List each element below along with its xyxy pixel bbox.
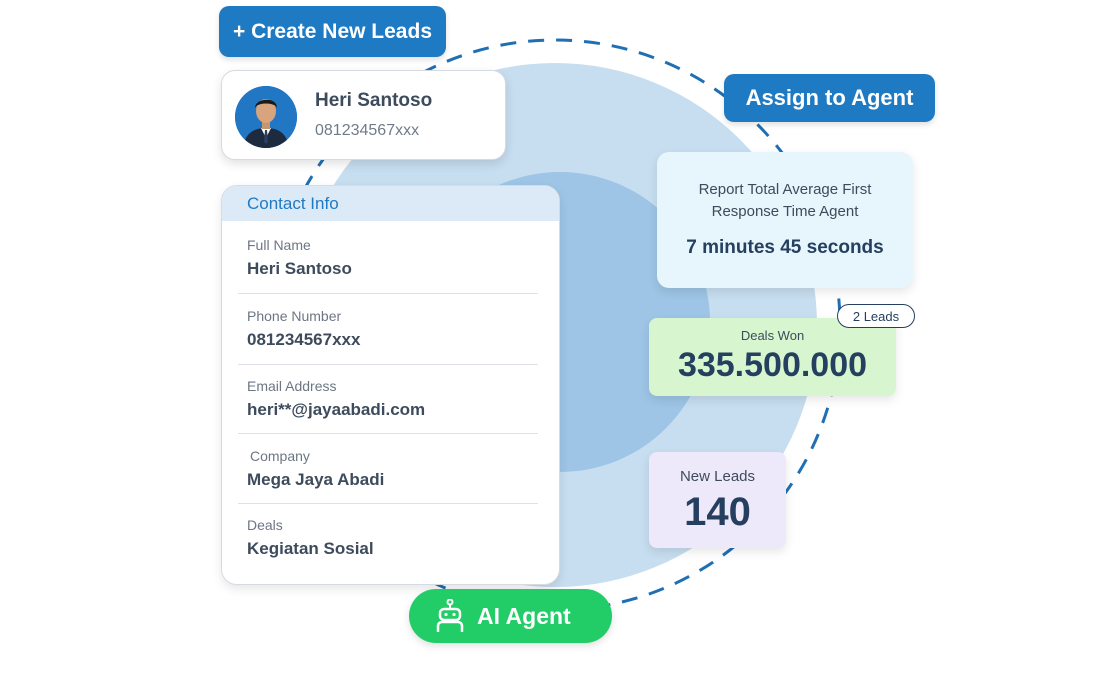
ai-agent-label: AI Agent bbox=[477, 603, 571, 629]
contact-info-title: Contact Info bbox=[247, 194, 339, 213]
leads-count-badge-label: 2 Leads bbox=[852, 308, 900, 324]
create-new-leads-button[interactable]: + Create New Leads bbox=[219, 6, 446, 57]
create-new-leads-label: + Create New Leads bbox=[232, 19, 432, 43]
field-label: Full Name bbox=[247, 237, 311, 253]
person-avatar-icon bbox=[235, 86, 297, 148]
field-deals: Deals Kegiatan Sosial bbox=[247, 517, 537, 559]
contact-info-header: Contact Info bbox=[222, 186, 559, 221]
field-email-address: Email Address heri**@jayaabadi.com bbox=[247, 378, 537, 420]
profile-phone: 081234567xxx bbox=[315, 122, 420, 139]
new-leads-card: New Leads 140 bbox=[649, 452, 786, 548]
report-response-time-card: Report Total Average First Response Time… bbox=[657, 152, 913, 288]
avatar bbox=[235, 86, 297, 148]
deals-won-card: Deals Won 335.500.000 bbox=[649, 318, 896, 396]
field-value: heri**@jayaabadi.com bbox=[247, 400, 426, 419]
field-full-name: Full Name Heri Santoso bbox=[247, 237, 537, 279]
field-label: Phone Number bbox=[247, 308, 342, 324]
report-title: Report Total Average First Response Time… bbox=[698, 181, 872, 220]
field-value: Kegiatan Sosial bbox=[247, 539, 374, 558]
profile-name: Heri Santoso bbox=[315, 90, 433, 111]
field-value: 081234567xxx bbox=[247, 330, 361, 349]
report-value: 7 minutes 45 seconds bbox=[686, 237, 884, 258]
divider bbox=[238, 433, 538, 434]
field-value: Mega Jaya Abadi bbox=[247, 470, 385, 489]
deals-won-value: 335.500.000 bbox=[677, 346, 868, 384]
field-label: Email Address bbox=[247, 378, 337, 394]
divider bbox=[238, 293, 538, 294]
new-leads-label: New Leads bbox=[679, 468, 756, 485]
robot-icon bbox=[436, 599, 464, 632]
field-phone-number: Phone Number 081234567xxx bbox=[247, 308, 537, 350]
field-company: Company Mega Jaya Abadi bbox=[247, 448, 537, 490]
field-label: Deals bbox=[247, 517, 283, 533]
field-value: Heri Santoso bbox=[247, 259, 352, 278]
field-label: Company bbox=[250, 448, 310, 464]
deals-won-label: Deals Won bbox=[740, 328, 805, 343]
leads-count-badge: 2 Leads bbox=[837, 304, 915, 328]
ai-agent-button[interactable]: AI Agent bbox=[409, 589, 612, 643]
divider bbox=[238, 503, 538, 504]
assign-to-agent-label: Assign to Agent bbox=[745, 85, 914, 110]
lead-profile-card[interactable]: Heri Santoso 081234567xxx bbox=[221, 70, 506, 160]
new-leads-value: 140 bbox=[684, 490, 751, 534]
assign-to-agent-button[interactable]: Assign to Agent bbox=[724, 74, 935, 122]
contact-info-card: Contact Info Full Name Heri Santoso Phon… bbox=[221, 185, 560, 585]
divider bbox=[238, 364, 538, 365]
